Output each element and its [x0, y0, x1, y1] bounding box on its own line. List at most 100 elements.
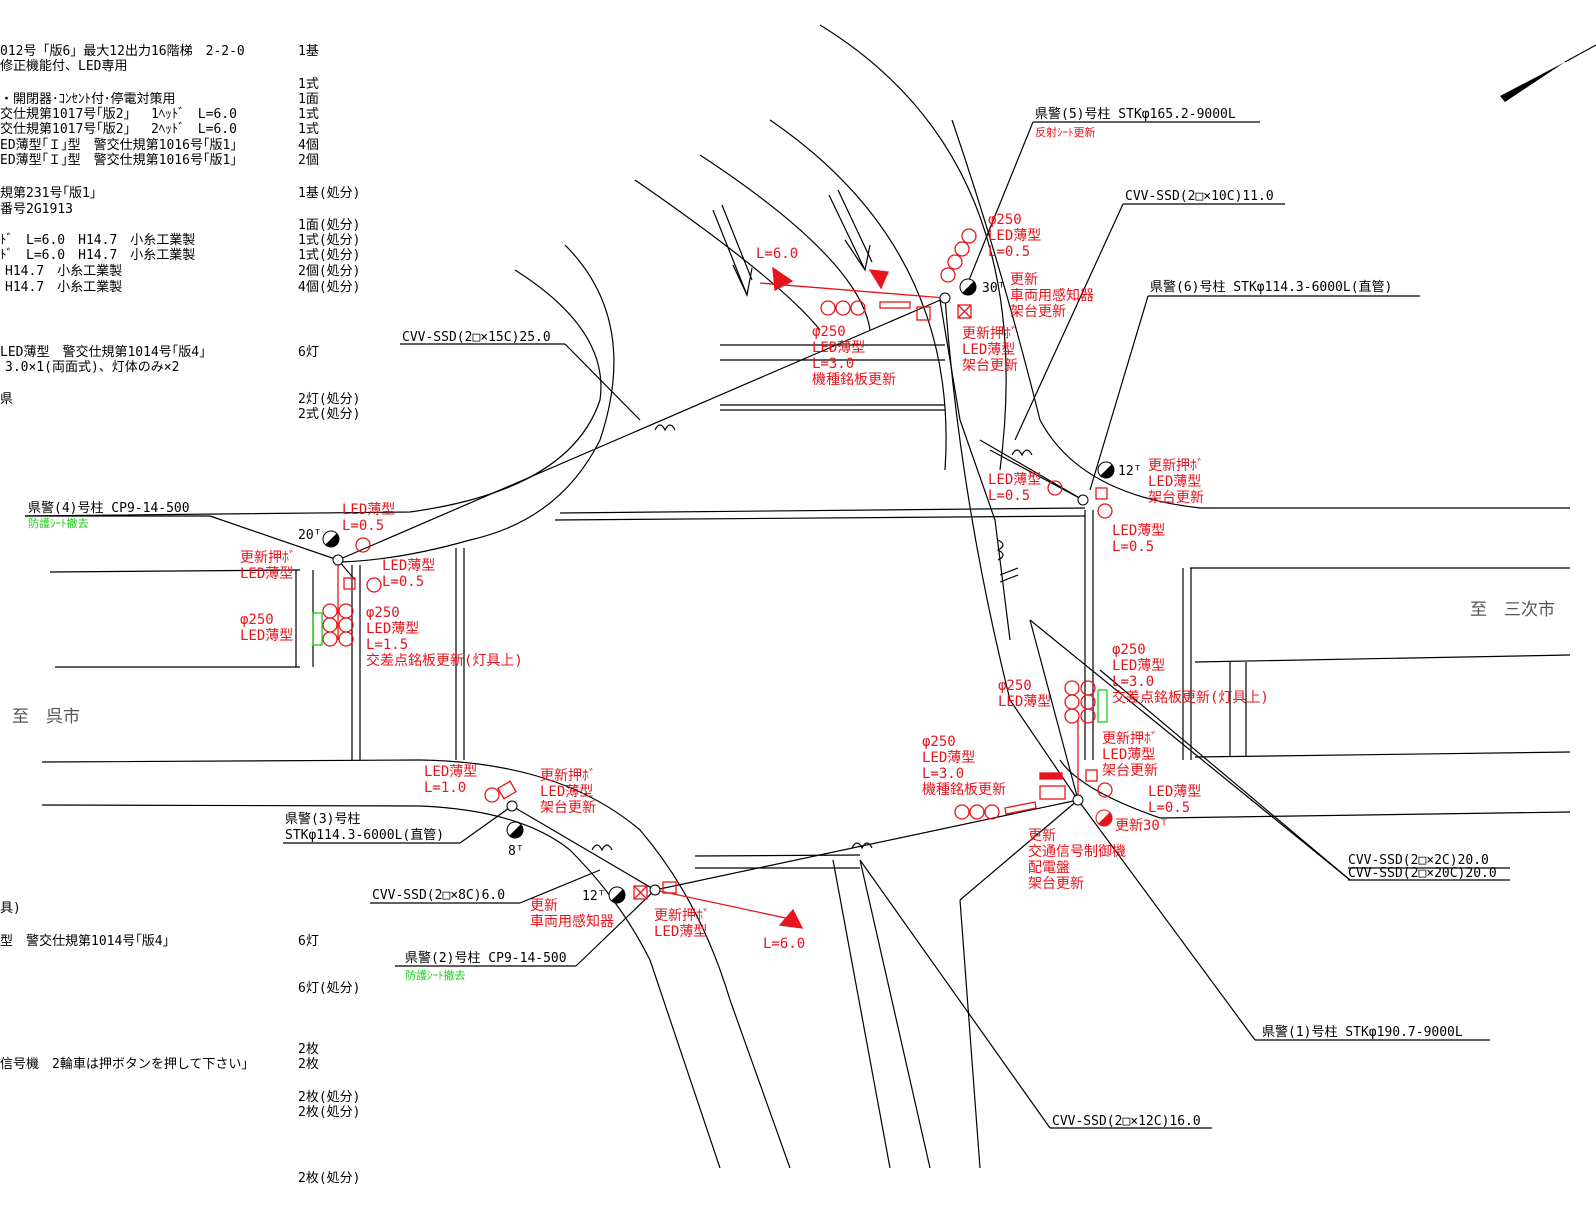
annotation: 更新押ﾎﾞ: [540, 768, 596, 784]
table-desc: 型 警交仕規第1014号｢版4｣: [0, 933, 169, 949]
timer-icon: [1097, 461, 1115, 479]
annotation: 8ᵀ: [508, 844, 524, 859]
table-qty: 2式(処分): [298, 407, 360, 422]
annotation: 更新押ﾎﾞ: [1148, 458, 1204, 474]
timer-icon: [506, 821, 524, 839]
annotation: LED薄型: [366, 621, 419, 637]
annotation: LED薄型: [1148, 784, 1201, 800]
pole-4-marker: [332, 554, 344, 566]
table-qty: 1式: [298, 77, 319, 92]
annotation: 架台更新: [1010, 304, 1066, 320]
annotation: L=0.5: [342, 518, 384, 534]
annotation: LED薄型: [1148, 474, 1201, 490]
timer-icon: [959, 278, 977, 296]
table-qty: 2個: [298, 153, 319, 168]
annotation: 車両用感知器: [530, 913, 614, 930]
annotation: 更新押ﾎﾞ: [962, 326, 1018, 342]
pole-4-label: 県警(4)号柱 CP9-14-500: [28, 500, 190, 516]
annotation: LED薄型: [1112, 658, 1165, 674]
cable-label: CVV-SSD(2□×12C)16.0: [1052, 1114, 1201, 1129]
cable-label: CVV-SSD(2□×15C)25.0: [402, 330, 551, 345]
annotation: L=1.5: [366, 637, 408, 653]
annotation: L=0.5: [1112, 539, 1154, 555]
table-qty: 2灯(処分): [298, 392, 360, 407]
table-qty: 2枚: [298, 1057, 319, 1072]
annotation: 機種銘板更新: [922, 782, 1006, 798]
direction-west: 至 呉市: [12, 707, 80, 727]
table-desc: 交仕規第1017号｢版2｣ 1ﾍｯﾄﾞ L=6.0: [0, 106, 237, 122]
table-desc: 3.0×1(両面式)、灯体のみ×2: [5, 360, 179, 375]
pole-5-note: 反射ｼｰﾄ更新: [1035, 125, 1096, 139]
annotation: LED薄型: [240, 566, 293, 582]
table-qty: 1面(処分): [298, 218, 360, 233]
annotation: 更新: [530, 898, 558, 914]
cable-label: CVV-SSD(2□×20C)20.0: [1348, 866, 1497, 881]
annotation: 12ᵀ: [582, 889, 605, 904]
pole-5-marker: [939, 292, 951, 304]
annotation: 車両用感知器: [1010, 287, 1094, 304]
table-qty: 2枚: [298, 1042, 319, 1057]
equipment-table: 012号「版6」最大12出力16階梯 2-2-0 1基 修正機能付、LED専用 …: [0, 44, 360, 1186]
table-qty: 1基: [298, 44, 319, 59]
table-desc: ・開閉器･ｺﾝｾﾝﾄ付･停電対策用: [0, 91, 176, 107]
annotation: 30ᵀ: [982, 281, 1005, 296]
annotation: LED薄型: [540, 784, 593, 800]
north-arrow-icon: [1500, 44, 1596, 102]
annotation: LED薄型: [988, 472, 1041, 488]
annotation: 更新: [1028, 828, 1056, 844]
annotation: LED薄型: [342, 502, 395, 518]
pole-markers: [322, 278, 1115, 904]
table-qty: 1基(処分): [298, 186, 360, 201]
table-desc: 県: [0, 392, 13, 407]
annotation: 架台更新: [1102, 763, 1158, 779]
annotation: L=3.0: [922, 766, 964, 782]
table-desc: H14.7 小糸工業製: [5, 263, 122, 279]
pole-3-spec: STKφ114.3-6000L(直管): [285, 828, 444, 843]
annotation: L=1.0: [424, 780, 466, 796]
table-desc: 信号機 2輪車は押ボタンを押して下さい」: [0, 1056, 254, 1072]
table-qty: 4個: [298, 138, 319, 153]
annotation: 12ᵀ: [1118, 464, 1141, 479]
annotation: L=0.5: [382, 574, 424, 590]
pole-6-label: 県警(6)号柱 STKφ114.3-6000L(直管): [1150, 279, 1392, 295]
table-qty: 1式(処分): [298, 233, 360, 248]
annotation: L=6.0: [763, 936, 805, 952]
annotation: LED薄型: [988, 228, 1041, 244]
direction-east: 至 三次市: [1470, 600, 1555, 620]
table-qty: 1面: [298, 92, 319, 107]
annotation: L=3.0: [1112, 674, 1154, 690]
table-desc: 具): [0, 901, 21, 916]
annotation: 配電盤: [1028, 860, 1070, 876]
annotation: φ250: [998, 678, 1032, 694]
pole-1-marker: [1072, 794, 1084, 806]
annotation: L=6.0: [756, 246, 798, 262]
annotation: φ250: [922, 734, 956, 750]
pole-2-marker: [649, 884, 661, 896]
table-qty: 6灯(処分): [298, 981, 360, 996]
pole-3-label: 県警(3)号柱: [285, 811, 360, 827]
annotation: 架台更新: [962, 358, 1018, 374]
table-desc: 修正機能付、LED専用: [0, 59, 127, 74]
annotation: LED薄型: [922, 750, 975, 766]
table-qty: 6灯: [298, 934, 319, 949]
cable-label: CVV-SSD(2□×10C)11.0: [1125, 189, 1274, 204]
annotation: 更新30ᵀ: [1115, 818, 1168, 834]
pole-3-marker: [506, 800, 518, 812]
pole-5-label: 県警(5)号柱 STKφ165.2-9000L: [1035, 106, 1236, 122]
table-desc: 規第231号｢版1｣: [0, 186, 96, 201]
road-linework: [24, 24, 1571, 1169]
annotation: φ250: [1112, 642, 1146, 658]
annotation: φ250: [366, 605, 400, 621]
annotation: φ250: [988, 212, 1022, 228]
table-desc: 012号「版6」最大12出力16階梯 2-2-0: [0, 44, 245, 59]
annotation: LED薄型: [1102, 747, 1155, 763]
pole-2-label: 県警(2)号柱 CP9-14-500: [405, 950, 567, 966]
table-desc: ED薄型｢Ｉ｣型 警交仕規第1016号｢版1｣: [0, 137, 237, 153]
table-desc: ﾄﾞ L=6.0 H14.7 小糸工業製: [0, 247, 195, 263]
table-qty: 2個(処分): [298, 264, 360, 279]
annotation: 更新押ﾎﾞ: [240, 550, 296, 566]
annotation: 更新押ﾎﾞ: [1102, 731, 1158, 747]
table-qty: 6灯: [298, 345, 319, 360]
annotation: 更新押ﾎﾞ: [654, 908, 710, 924]
